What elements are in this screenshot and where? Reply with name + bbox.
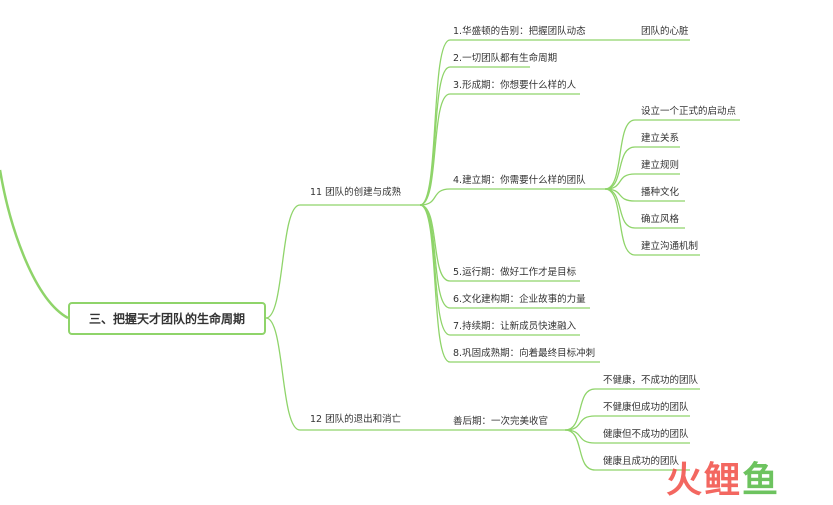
watermark-logo: 火鲤鱼 bbox=[666, 461, 780, 501]
topic-healthy-successful[interactable]: 健康且成功的团队 bbox=[603, 456, 680, 467]
watermark-part1: 火 bbox=[666, 460, 705, 501]
topic-washington-farewell[interactable]: 1.华盛顿的告别：把握团队动态 bbox=[453, 26, 586, 37]
topic-relationships[interactable]: 建立关系 bbox=[641, 133, 680, 144]
topic-establishing[interactable]: 4.建立期：你需要什么样的团队 bbox=[453, 175, 586, 186]
topic-lifecycle[interactable]: 2.一切团队都有生命周期 bbox=[453, 53, 558, 64]
root-topic[interactable]: 三、把握天才团队的生命周期 bbox=[68, 302, 266, 335]
topic-sustaining[interactable]: 7.持续期：让新成员快速融入 bbox=[453, 321, 577, 332]
branch-team-creation[interactable]: 11 团队的创建与成熟 bbox=[310, 187, 402, 198]
topic-team-heart[interactable]: 团队的心脏 bbox=[641, 26, 689, 37]
topic-communication[interactable]: 建立沟通机制 bbox=[641, 241, 699, 252]
topic-kickoff[interactable]: 设立一个正式的启动点 bbox=[641, 106, 737, 117]
topic-running[interactable]: 5.运行期：做好工作才是目标 bbox=[453, 267, 577, 278]
topic-culture[interactable]: 6.文化建构期：企业故事的力量 bbox=[453, 294, 586, 305]
topic-healthy-unsuccessful[interactable]: 健康但不成功的团队 bbox=[603, 429, 689, 440]
topic-unhealthy-successful[interactable]: 不健康但成功的团队 bbox=[603, 402, 689, 413]
topic-unhealthy-unsuccessful[interactable]: 不健康，不成功的团队 bbox=[603, 375, 699, 386]
topic-seed-culture[interactable]: 播种文化 bbox=[641, 187, 680, 198]
topic-forming[interactable]: 3.形成期：你想要什么样的人 bbox=[453, 80, 577, 91]
topic-rules[interactable]: 建立规则 bbox=[641, 160, 680, 171]
watermark-part3: 鱼 bbox=[742, 460, 781, 501]
topic-consolidation[interactable]: 8.巩固成熟期：向着最终目标冲刺 bbox=[453, 348, 596, 359]
topic-aftermath[interactable]: 善后期：一次完美收官 bbox=[453, 416, 549, 427]
branch-team-exit[interactable]: 12 团队的退出和消亡 bbox=[310, 414, 402, 425]
topic-style[interactable]: 确立风格 bbox=[641, 214, 680, 225]
watermark-part2: 鲤 bbox=[704, 460, 743, 501]
